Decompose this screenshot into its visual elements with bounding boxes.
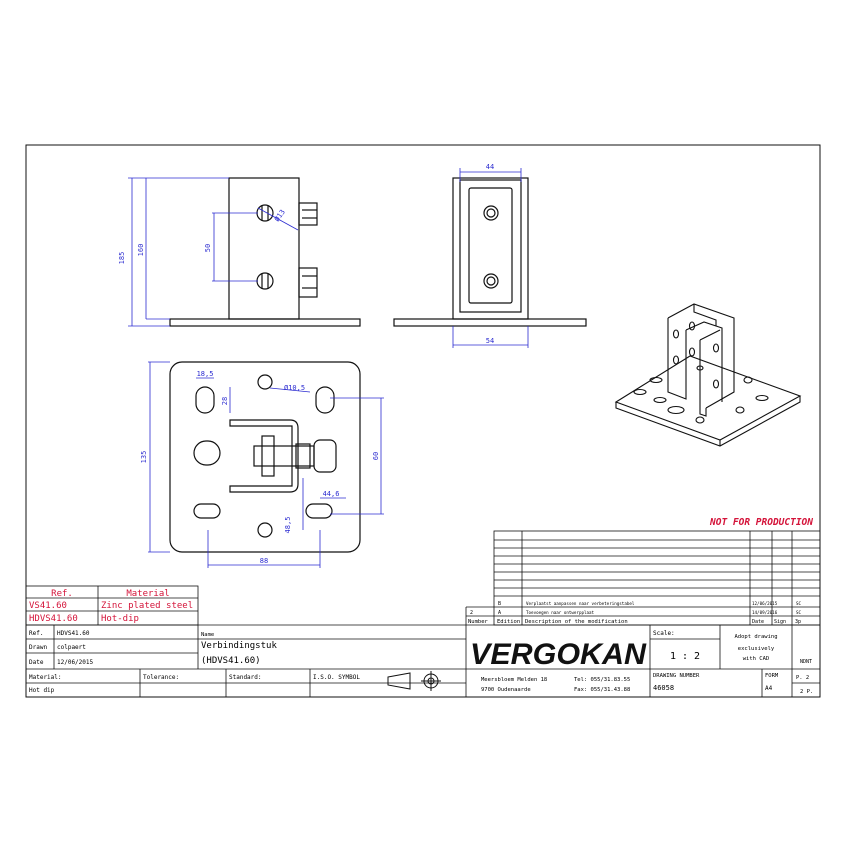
tb-fax: Fax: 055/31.43.88 xyxy=(574,687,630,693)
tb-scale-label: Scale: xyxy=(653,630,675,637)
material-header: Material xyxy=(126,589,169,599)
ref-row-2-ref: HDVS41.60 xyxy=(29,614,78,624)
dim-top-18-5: 18,5 xyxy=(197,370,214,378)
front-view xyxy=(393,177,587,327)
rev-footer-description: Description of the modification xyxy=(525,619,628,625)
tb-name-line2: (HDVS41.60) xyxy=(201,656,261,666)
dim-top-135: 135 xyxy=(140,451,148,464)
dim-top-88: 88 xyxy=(260,557,268,565)
ref-row-1-ref: VS41.60 xyxy=(29,601,67,611)
dim-front-54: 54 xyxy=(486,337,494,345)
tb-ref-label: Ref. xyxy=(29,630,43,637)
tb-ref-value: HDVS41.60 xyxy=(57,630,90,637)
ref-row-2-material: Hot-dip xyxy=(101,614,139,624)
tb-drawing-number-label: DRAWING NUMBER xyxy=(653,673,700,679)
ref-header: Ref. xyxy=(51,589,73,599)
tb-material-value: Hot dip xyxy=(29,687,55,694)
tb-drawn-label: Drawn xyxy=(29,644,47,651)
tb-tel: Tel: 055/31.83.55 xyxy=(574,677,630,683)
tb-material-label: Material: xyxy=(29,674,62,681)
tb-date-value: 12/06/2015 xyxy=(57,659,94,666)
rev-footer-edition: Edition xyxy=(497,619,520,625)
side-view-dimensions xyxy=(128,177,299,327)
tb-drawn-value: colpaert xyxy=(57,644,86,651)
dim-side-dia: Ø13 xyxy=(273,208,287,223)
rev-footer-number: Number xyxy=(468,619,489,625)
tb-scale-value: 1 : 2 xyxy=(670,651,700,662)
dim-top-44-6: 44,6 xyxy=(323,490,340,498)
dim-top-60: 60 xyxy=(372,452,380,460)
dim-side-50: 50 xyxy=(204,244,212,252)
tb-adopt-3: with CAD xyxy=(743,656,770,662)
top-view xyxy=(169,361,361,553)
rev-b-id: B xyxy=(498,601,501,607)
not-for-production-stamp: NOT FOR PRODUCTION xyxy=(709,517,813,528)
rev-a-by: SC xyxy=(796,610,802,615)
tb-tolerance-label: Tolerance: xyxy=(143,674,179,681)
dim-front-44: 44 xyxy=(486,163,494,171)
tb-drawing-number: 46058 xyxy=(653,684,674,692)
revision-table xyxy=(465,530,821,626)
dim-top-48-5: 48,5 xyxy=(284,517,292,534)
front-view-dimensions xyxy=(452,168,529,348)
projection-symbol-icon xyxy=(387,671,441,691)
tb-ndnt: NDNT xyxy=(800,659,812,665)
tb-name-label: Name xyxy=(201,632,214,638)
tb-page-2: 2 P. xyxy=(800,689,813,695)
tb-form-value: A4 xyxy=(765,685,773,692)
rev-sheet-no: 2 xyxy=(470,610,473,616)
rev-b-desc: Verplaatst aanpassen naar verbeteringsta… xyxy=(526,601,635,606)
sheet-frame xyxy=(25,144,821,698)
side-view xyxy=(169,177,361,327)
tb-address2: 9700 Oudenaarde xyxy=(481,687,531,693)
rev-footer-sign: Sign xyxy=(774,619,786,625)
rev-a-id: A xyxy=(498,610,501,616)
tb-page-1: P. 2 xyxy=(796,675,809,681)
tb-form-label: FORM xyxy=(765,673,779,679)
title-block xyxy=(26,624,820,697)
ref-row-1-material: Zinc plated steel xyxy=(101,601,193,611)
rev-b-by: SC xyxy=(796,601,802,606)
tb-address1: Meersbloem Melden 18 xyxy=(481,677,547,683)
rev-a-date: 14/09/2016 xyxy=(752,610,778,615)
dim-top-28: 28 xyxy=(221,397,229,405)
dim-side-185: 185 xyxy=(118,252,126,265)
rev-a-desc: Toevoegen naar ontwerpplaat xyxy=(526,610,595,615)
dim-top-dia: Ø10,5 xyxy=(284,384,305,392)
tb-adopt-1: Adopt drawing xyxy=(734,634,777,640)
company-logo: VERGOKAN xyxy=(470,638,647,671)
rev-b-date: 12/06/2015 xyxy=(752,601,778,606)
tb-iso-symbol: I.S.O. SYMBOL xyxy=(313,674,360,681)
top-view-dimensions xyxy=(148,361,384,568)
rev-footer-date: Date xyxy=(752,619,764,625)
isometric-view xyxy=(614,303,802,447)
rev-sheet-val: 3p xyxy=(795,619,801,625)
tb-adopt-2: exclusively xyxy=(738,646,775,652)
tb-standard-label: Standard: xyxy=(229,674,262,681)
tb-name-line1: Verbindingstuk xyxy=(201,641,277,651)
dim-side-160: 160 xyxy=(137,244,145,257)
tb-date-label: Date xyxy=(29,659,44,666)
